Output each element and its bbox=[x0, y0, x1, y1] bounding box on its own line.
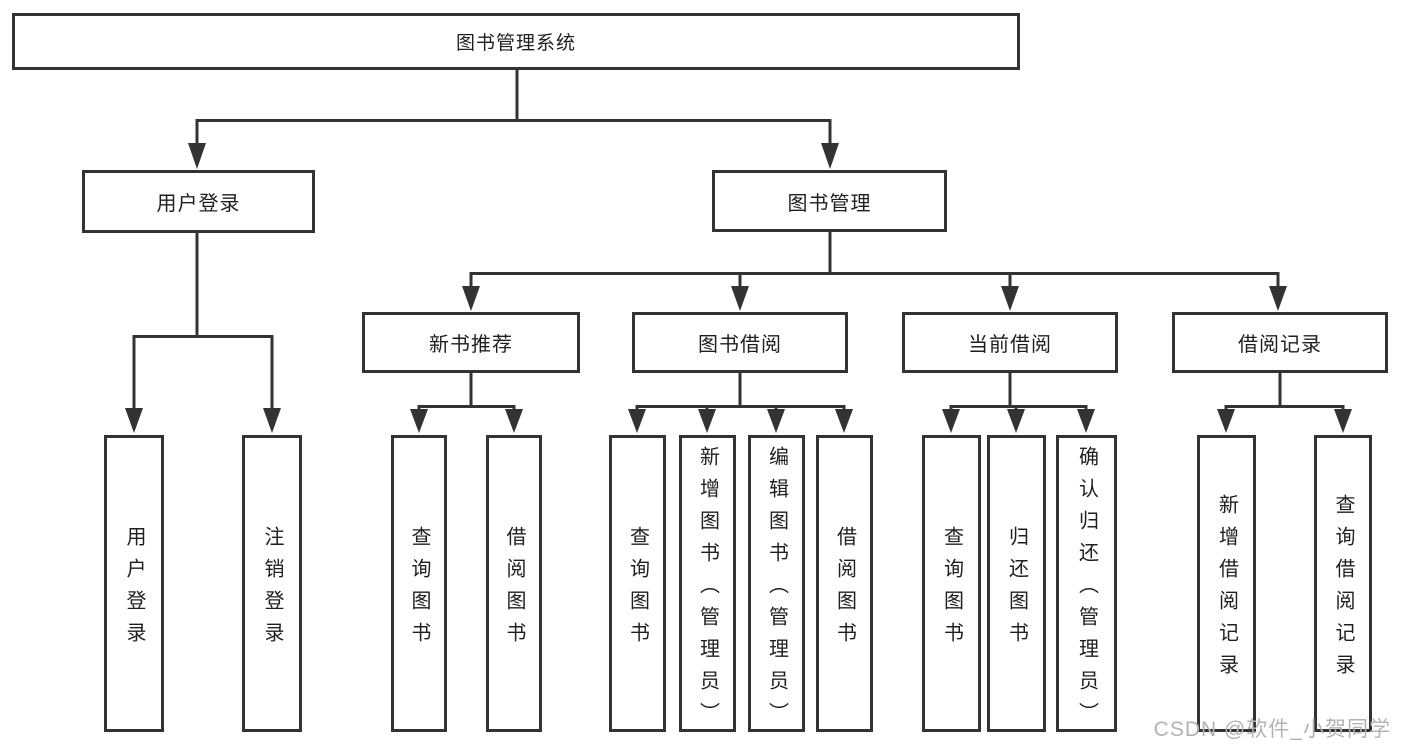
leaf-label: 确认归还（管理员） bbox=[1075, 445, 1098, 734]
node-current-borrowing: 当前借阅 bbox=[902, 312, 1118, 373]
leaf-query-books: 查询图书 bbox=[922, 435, 981, 732]
leaf-add-borrow-record: 新增借阅记录 bbox=[1197, 435, 1256, 732]
leaf-borrow-books: 借阅图书 bbox=[816, 435, 873, 732]
leaf-add-books-admin: 新增图书（管理员） bbox=[679, 435, 736, 734]
node-label: 借阅记录 bbox=[1238, 334, 1322, 356]
leaf-query-books: 查询图书 bbox=[609, 435, 666, 732]
leaf-label: 归还图书 bbox=[1005, 525, 1028, 654]
node-borrow-records: 借阅记录 bbox=[1172, 312, 1388, 373]
leaf-return-books: 归还图书 bbox=[987, 435, 1046, 732]
node-label: 新书推荐 bbox=[429, 334, 513, 356]
node-book-management: 图书管理 bbox=[712, 170, 947, 232]
node-library-management-system: 图书管理系统 bbox=[12, 13, 1020, 70]
leaf-label: 借阅图书 bbox=[503, 525, 525, 654]
node-label: 图书借阅 bbox=[698, 334, 782, 356]
leaf-label: 编辑图书（管理员） bbox=[765, 445, 788, 734]
leaf-label: 查询图书 bbox=[940, 525, 963, 654]
leaf-label: 查询图书 bbox=[626, 525, 649, 654]
leaf-label: 新增借阅记录 bbox=[1215, 493, 1238, 686]
leaf-query-books: 查询图书 bbox=[391, 435, 447, 732]
leaf-label: 查询借阅记录 bbox=[1332, 493, 1354, 686]
leaf-label: 借阅图书 bbox=[833, 525, 856, 654]
leaf-borrow-books: 借阅图书 bbox=[486, 435, 542, 732]
leaf-label: 新增图书（管理员） bbox=[696, 445, 719, 734]
node-label: 图书管理系统 bbox=[455, 33, 576, 54]
node-label: 图书管理 bbox=[787, 192, 872, 215]
watermark: CSDN @软件_小贺同学 bbox=[1153, 718, 1391, 741]
node-label: 当前借阅 bbox=[968, 334, 1052, 356]
node-new-book-recommend: 新书推荐 bbox=[362, 312, 580, 373]
leaf-label: 查询图书 bbox=[408, 525, 430, 654]
node-user-login: 用户登录 bbox=[82, 170, 315, 233]
node-book-borrowing: 图书借阅 bbox=[632, 312, 848, 373]
leaf-label: 注销登录 bbox=[261, 525, 283, 654]
leaf-logout: 注销登录 bbox=[242, 435, 302, 732]
leaf-label: 用户登录 bbox=[123, 525, 145, 654]
node-label: 用户登录 bbox=[156, 193, 241, 215]
leaf-confirm-return-admin: 确认归还（管理员） bbox=[1056, 435, 1117, 734]
leaf-edit-books-admin: 编辑图书（管理员） bbox=[748, 435, 805, 734]
leaf-query-borrow-record: 查询借阅记录 bbox=[1314, 435, 1372, 732]
leaf-user-login: 用户登录 bbox=[104, 435, 164, 732]
arrowheads bbox=[125, 143, 1352, 433]
